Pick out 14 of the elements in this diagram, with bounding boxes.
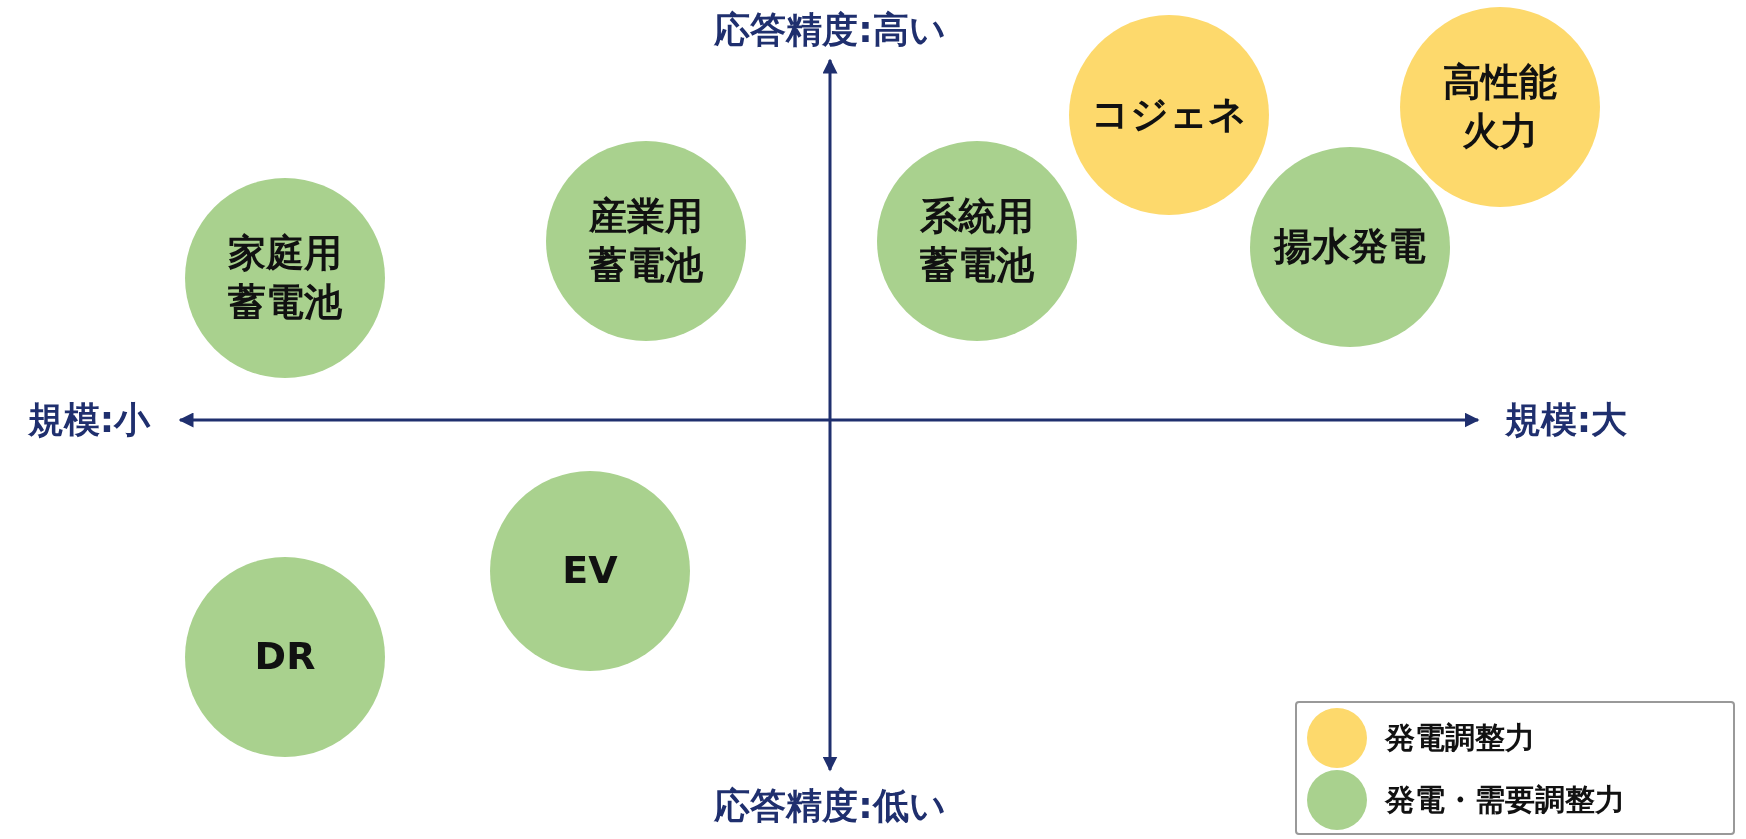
bubble: 産業用蓄電池 <box>546 141 746 341</box>
legend-text: 発電・需要調整力 <box>1385 781 1625 819</box>
axis-label: 規模:大 <box>1504 397 1628 442</box>
axis-label: 応答精度:低い <box>714 783 946 828</box>
axis-label: 規模:小 <box>27 397 151 442</box>
bubble: 系統用蓄電池 <box>877 141 1077 341</box>
axis-label: 応答精度:高い <box>714 7 946 52</box>
bubble: DR <box>185 557 385 757</box>
bubble: 家庭用蓄電池 <box>185 178 385 378</box>
bubble: 揚水発電 <box>1250 147 1450 347</box>
legend-text: 発電調整力 <box>1385 719 1535 757</box>
bubble: EV <box>490 471 690 671</box>
bubble: コジェネ <box>1069 15 1269 215</box>
bubble: 高性能火力 <box>1400 7 1600 207</box>
